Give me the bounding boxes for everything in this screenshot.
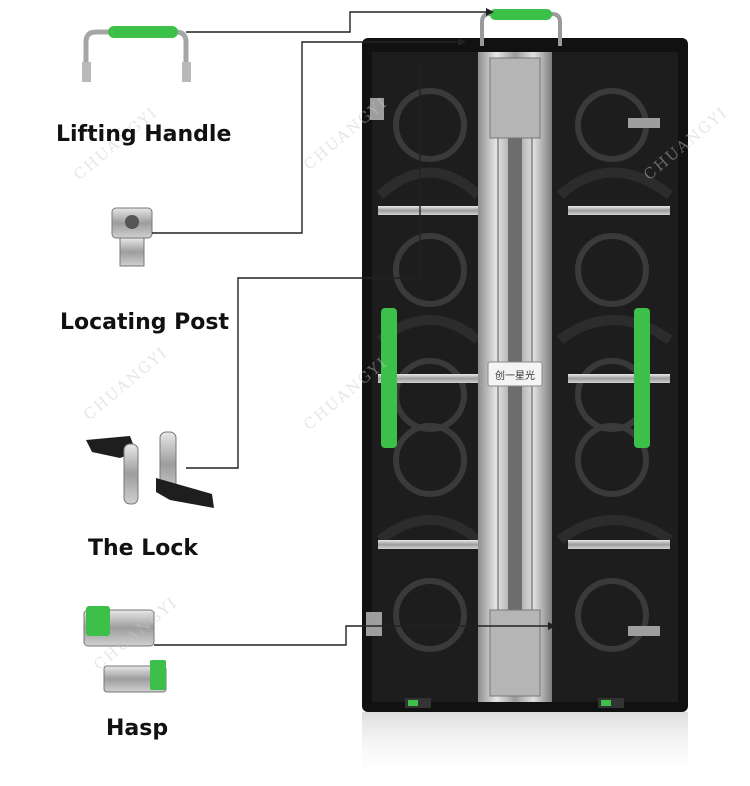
spine-top-block (489, 57, 541, 139)
module-arches (376, 167, 674, 545)
hasp-part (83, 606, 167, 693)
cross-bars (378, 206, 670, 549)
leader-arrowheads (458, 8, 556, 630)
locating-post-part (111, 207, 153, 267)
lock-part (86, 431, 214, 508)
label-the-lock: The Lock (88, 536, 199, 561)
corner-fittings (366, 98, 660, 636)
logo-badge-text: 创一星光 (495, 369, 535, 382)
leader-locating-post (152, 41, 458, 234)
label-hasp: Hasp (106, 716, 169, 741)
panel-reflection (362, 712, 688, 782)
label-locating-post: Locating Post (60, 310, 229, 335)
logo-badge (487, 361, 543, 387)
label-lifting-handle: Lifting Handle (56, 122, 232, 147)
leader-lifting-handle (186, 11, 486, 33)
led-cabinet-panel: 创一星光 (362, 38, 688, 712)
lifting-handle-part (82, 26, 191, 82)
leader-lines (152, 11, 548, 646)
spine-bottom-block (489, 609, 541, 697)
top-handle (480, 9, 562, 46)
right-green-grip (634, 308, 650, 448)
leader-lock (186, 62, 421, 469)
left-green-grip (381, 308, 397, 448)
leader-hasp (154, 625, 548, 646)
foot-green-tabs (408, 700, 611, 706)
